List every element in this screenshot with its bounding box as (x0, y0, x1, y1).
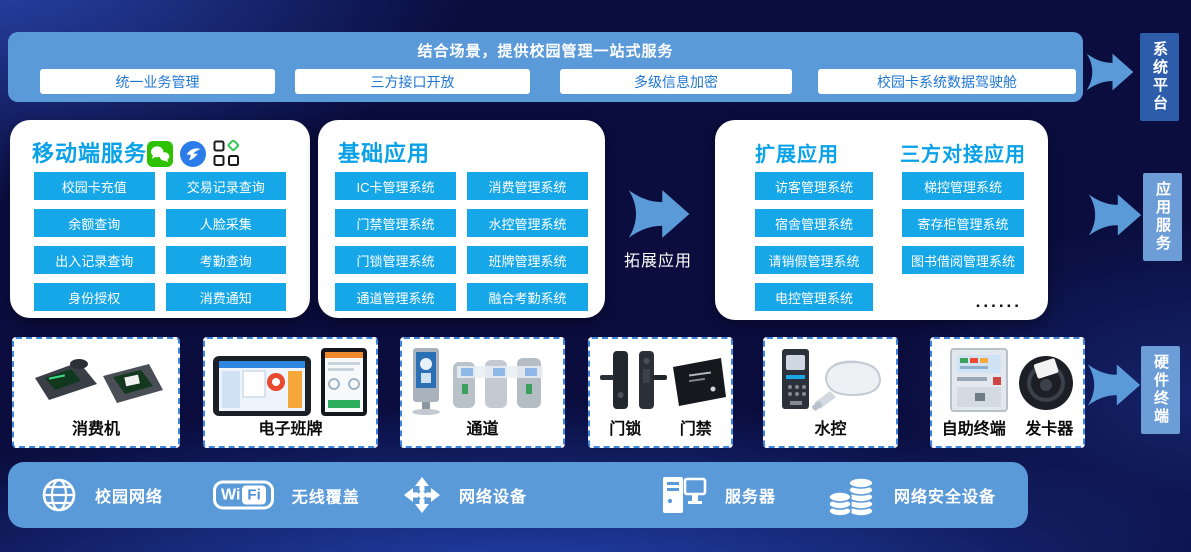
system-button: 门禁管理系统 (335, 209, 456, 237)
feature-button: 消费通知 (165, 283, 286, 311)
gate-art (402, 343, 563, 419)
extended-applications-card: 扩展应用 三方对接应用 访客管理系统 宿舍管理系统 请销假管理系统 电控管理系统… (715, 120, 1048, 320)
wifi-text-wi: Wi (221, 486, 241, 503)
feature-button: 出入记录查询 (34, 246, 155, 274)
server-icon (663, 477, 707, 513)
basic-applications-card: 基础应用 IC卡管理系统 消费管理系统 门禁管理系统 水控管理系统 门锁管理系统… (318, 120, 605, 318)
basic-applications-title: 基础应用 (338, 141, 431, 166)
door-lock-icon (600, 351, 726, 409)
class-sign-icon (213, 348, 367, 416)
security-device-icon (828, 477, 874, 517)
pos-machine-art (14, 343, 178, 419)
hardware-card-pos: 消费机 (12, 337, 180, 448)
system-button: 电控管理系统 (755, 283, 873, 311)
globe-icon (42, 478, 76, 512)
feature-button: 余额查询 (34, 209, 155, 237)
feature-button: 人脸采集 (165, 209, 286, 237)
feature-button: 考勤查询 (165, 246, 286, 274)
miniprogram-icon (213, 140, 240, 166)
hardware-card-terminal: 自助终端 发卡器 (930, 337, 1085, 448)
more-ellipsis: ...... (975, 292, 1022, 311)
system-platform-bar: 结合场景，提供校园管理一站式服务 统一业务管理 三方接口开放 多级信息加密 校园… (8, 32, 1083, 102)
wifi-text-fi: Fi (242, 485, 266, 505)
arrow-to-platform-icon (1086, 53, 1134, 91)
system-button: 请销假管理系统 (755, 246, 873, 274)
network-item-devices: 网络设备 (403, 476, 527, 514)
mobile-channel-icons (147, 140, 240, 167)
network-item-label: 校园网络 (95, 489, 164, 506)
pill-third-party-api: 三方接口开放 (295, 69, 530, 94)
system-button: 梯控管理系统 (902, 172, 1024, 200)
basic-applications-buttons: IC卡管理系统 消费管理系统 门禁管理系统 水控管理系统 门锁管理系统 班牌管理… (335, 172, 588, 311)
hardware-label: 门禁 (679, 421, 712, 438)
expand-arrow-icon (628, 190, 690, 238)
network-item-security: 网络安全设备 (828, 473, 996, 517)
mobile-services-card: 移动端服务 校园卡充值 交易记录查询 余额查询 (10, 120, 310, 318)
hardware-label: 消费机 (71, 421, 120, 438)
side-label-application-service: 应用服务 (1143, 173, 1182, 261)
wechat-icon (147, 140, 173, 167)
self-service-terminal-icon (950, 348, 1073, 412)
pos-machine-icon (35, 359, 163, 403)
feature-button: 校园卡充值 (34, 172, 155, 200)
platform-bar-title: 结合场景，提供校园管理一站式服务 (417, 43, 674, 60)
network-item-campus: 校园网络 (41, 477, 163, 513)
network-item-server: 服务器 (661, 475, 776, 515)
dingtalk-icon (180, 140, 206, 167)
hardware-label: 通道 (466, 421, 499, 438)
hardware-label: 自助终端 (941, 421, 1006, 438)
system-button: 融合考勤系统 (467, 283, 588, 311)
arrow-to-application-icon (1088, 194, 1142, 236)
side-label-hardware-terminal: 硬件终端 (1141, 346, 1180, 434)
pill-encryption: 多级信息加密 (560, 69, 792, 94)
network-item-label: 网络安全设备 (894, 489, 997, 506)
terminal-art (932, 343, 1083, 419)
feature-button: 身份授权 (34, 283, 155, 311)
hardware-label: 发卡器 (1025, 421, 1074, 438)
system-button: 通道管理系统 (335, 283, 456, 311)
pill-unified-business: 统一业务管理 (40, 69, 275, 94)
expand-arrow-label: 拓展应用 (624, 253, 693, 270)
system-button: 访客管理系统 (755, 172, 873, 200)
mobile-services-title: 移动端服务 (32, 141, 148, 166)
system-button: IC卡管理系统 (335, 172, 456, 200)
hardware-label: 水控 (814, 421, 847, 438)
gate-icon (412, 348, 543, 415)
system-button: 消费管理系统 (467, 172, 588, 200)
hardware-label: 电子班牌 (258, 421, 323, 438)
network-device-icon (404, 477, 440, 513)
system-button: 寄存柜管理系统 (902, 209, 1024, 237)
system-button: 图书借阅管理系统 (902, 246, 1024, 274)
third-party-applications-title: 三方对接应用 (900, 144, 1026, 166)
hardware-card-gate: 通道 (400, 337, 565, 448)
side-label-system-platform: 系统平台 (1140, 33, 1179, 121)
system-button: 门锁管理系统 (335, 246, 456, 274)
system-button: 班牌管理系统 (467, 246, 588, 274)
extended-applications-buttons: 访客管理系统 宿舍管理系统 请销假管理系统 电控管理系统 (755, 172, 873, 311)
feature-button: 交易记录查询 (165, 172, 286, 200)
network-item-label: 服务器 (725, 489, 777, 506)
network-item-wireless: Wi Fi 无线覆盖 (213, 480, 360, 510)
arrow-to-hardware-icon (1087, 364, 1141, 406)
network-item-label: 网络设备 (459, 489, 528, 506)
wifi-icon: Wi Fi (213, 480, 274, 510)
water-control-icon (782, 349, 882, 411)
extended-applications-title: 扩展应用 (755, 144, 839, 166)
network-item-label: 无线覆盖 (291, 489, 360, 506)
class-sign-art (205, 343, 376, 419)
pill-data-dashboard: 校园卡系统数据驾驶舱 (818, 69, 1076, 94)
hardware-card-lock: 门锁 门禁 (588, 337, 733, 448)
network-infrastructure-bar: 校园网络 Wi Fi 无线覆盖 网络设备 (8, 462, 1028, 528)
lock-art (590, 343, 731, 419)
mobile-services-buttons: 校园卡充值 交易记录查询 余额查询 人脸采集 出入记录查询 考勤查询 身份授权 … (34, 172, 286, 311)
hardware-label: 门锁 (609, 421, 642, 438)
hardware-card-water: 水控 (763, 337, 898, 448)
system-button: 水控管理系统 (467, 209, 588, 237)
water-control-art (765, 343, 896, 419)
third-party-applications-buttons: 梯控管理系统 寄存柜管理系统 图书借阅管理系统 (902, 172, 1024, 274)
hardware-card-class-sign: 电子班牌 (203, 337, 378, 448)
system-button: 宿舍管理系统 (755, 209, 873, 237)
